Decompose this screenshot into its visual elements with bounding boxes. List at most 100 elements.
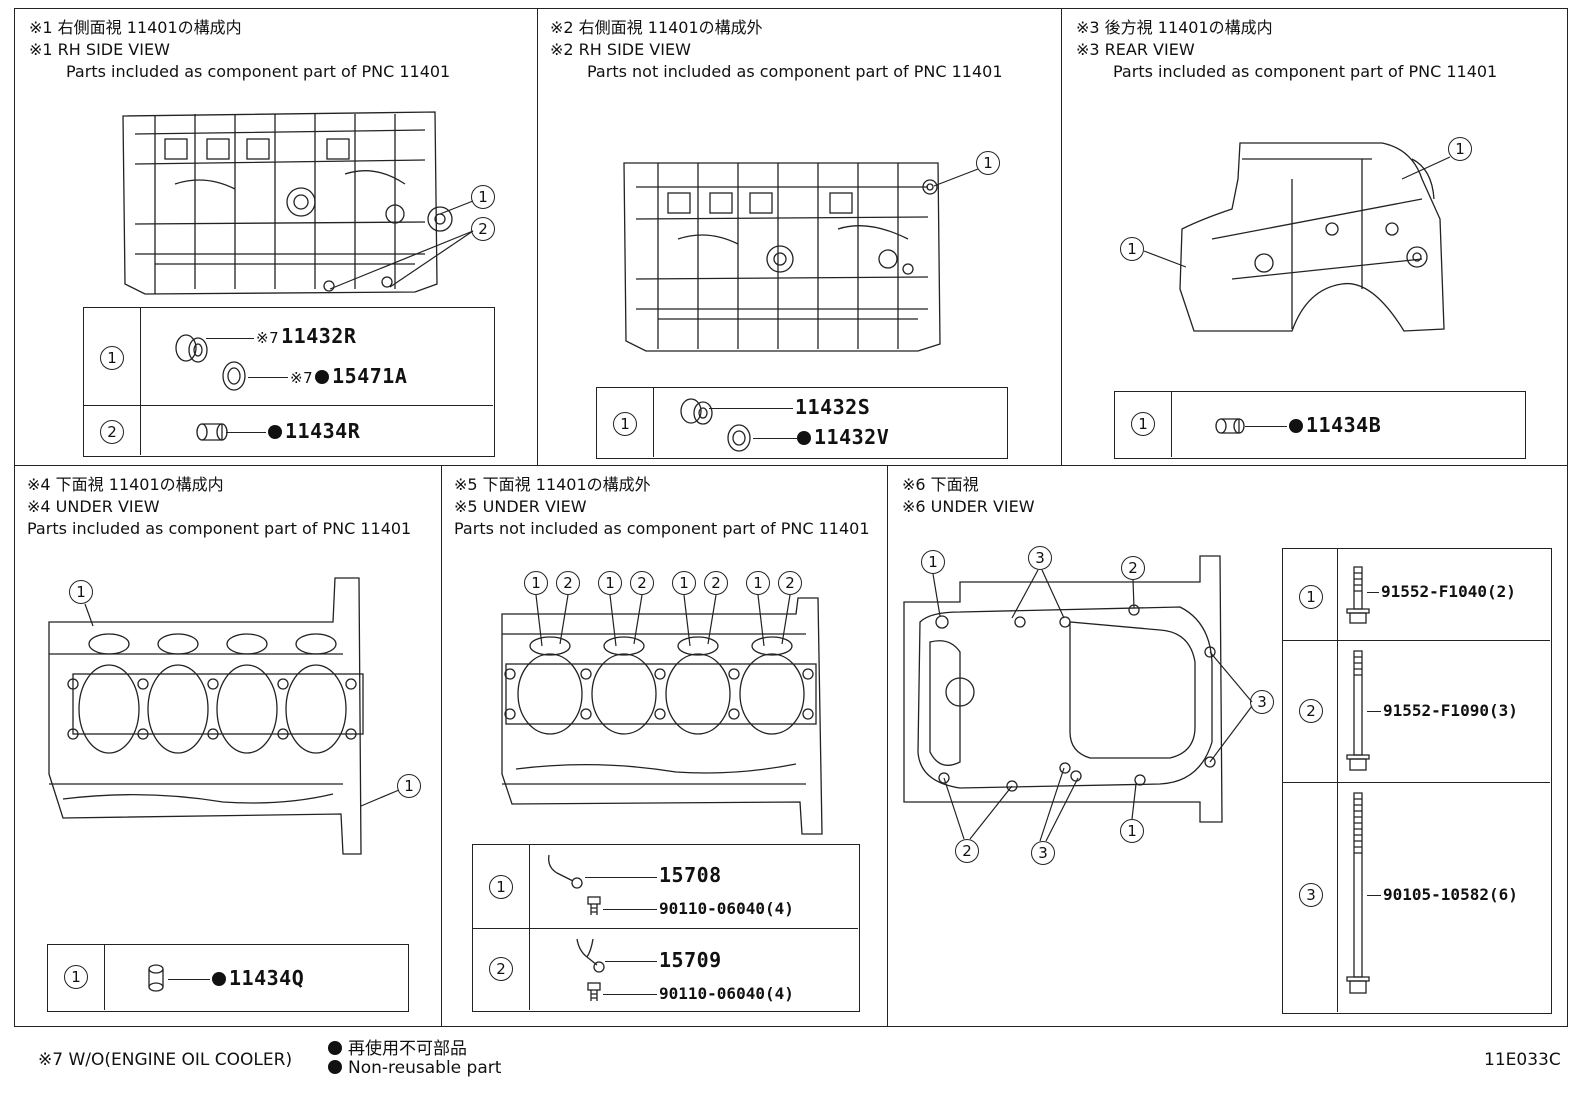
- callout-1: 1: [1448, 137, 1472, 161]
- caption-en: ※4 UNDER VIEW: [27, 497, 160, 516]
- leader: [1367, 592, 1379, 593]
- non-reusable-dot-icon: [328, 1041, 342, 1055]
- caption-jp: ※1 右側面視 11401の構成内: [29, 18, 242, 37]
- leader-lines: [933, 168, 979, 187]
- row-callout-2: 2: [489, 957, 513, 981]
- callout-3: 3: [1250, 690, 1274, 714]
- legend-non-reusable-jp: 再使用不可部品: [328, 1034, 467, 1059]
- caption-en: ※1 RH SIDE VIEW: [29, 40, 170, 59]
- caption-desc: Parts not included as component part of …: [454, 519, 870, 538]
- footnote-oil-cooler: ※7 W/O(ENGINE OIL COOLER): [38, 1050, 293, 1070]
- table-col-divider: [653, 388, 654, 457]
- caption-jp: ※4 下面視 11401の構成内: [27, 475, 224, 494]
- caption-en: ※3 REAR VIEW: [1076, 40, 1195, 59]
- caption-en: ※2 RH SIDE VIEW: [550, 40, 691, 59]
- illustration-code: 11E033C: [1484, 1050, 1561, 1070]
- part-11434B: 11434B: [1289, 413, 1381, 437]
- part-90110-06040: 90110-06040(4): [659, 899, 794, 918]
- caption-en: ※5 UNDER VIEW: [454, 497, 587, 516]
- leader-lines: [84, 603, 400, 807]
- caption-en: ※6 UNDER VIEW: [902, 497, 1035, 516]
- leader: [1367, 711, 1381, 712]
- leader-lines: [535, 594, 791, 647]
- part-91552-F1040: 91552-F1040(2): [1381, 582, 1516, 601]
- callout-1: 1: [1120, 819, 1144, 843]
- parts-table: 1 11434Q: [47, 944, 409, 1012]
- leader-lines: [932, 569, 1253, 842]
- leader: [1367, 895, 1381, 896]
- panel-caption: ※4 下面視 11401の構成内 ※4 UNDER VIEW Parts inc…: [27, 474, 411, 540]
- dowel-pin-icon: [1215, 418, 1245, 434]
- non-reusable-dot-icon: [268, 425, 282, 439]
- callout-1: 1: [921, 550, 945, 574]
- non-reusable-dot-icon: [1289, 419, 1303, 433]
- leader: [603, 909, 657, 910]
- oil-pan-mating-surface-drawing: [903, 555, 1223, 823]
- caption-jp: ※6 下面視: [902, 475, 979, 494]
- callout-1: 1: [1120, 237, 1144, 261]
- callout-2: 2: [1121, 556, 1145, 580]
- legend-non-reusable-en: Non-reusable part: [328, 1058, 501, 1078]
- part-15709: 15709: [659, 948, 722, 972]
- row-callout-1: 1: [1299, 585, 1323, 609]
- leader: [1245, 426, 1287, 427]
- engine-block-under-drawing: [48, 577, 364, 855]
- seal-ring-icon: [222, 361, 246, 391]
- oil-jet-icon: [548, 854, 583, 889]
- panel-caption: ※1 右側面視 11401の構成内 ※1 RH SIDE VIEW Parts …: [29, 17, 450, 83]
- flange-bolt-long-icon: [1346, 792, 1370, 994]
- panel-under-view-included: ※4 下面視 11401の構成内 ※4 UNDER VIEW Parts inc…: [14, 465, 442, 1027]
- engine-block-under-drawing: [501, 597, 823, 835]
- row-callout-3: 3: [1299, 883, 1323, 907]
- panel-caption: ※3 後方視 11401の構成内 ※3 REAR VIEW Parts incl…: [1076, 17, 1497, 83]
- callout-2: 2: [778, 571, 802, 595]
- callout-2: 2: [630, 571, 654, 595]
- row-callout-2: 2: [100, 420, 124, 444]
- part-11434R: 11434R: [268, 419, 360, 443]
- non-reusable-dot-icon: [212, 972, 226, 986]
- leader: [585, 877, 657, 878]
- dowel-pin-icon: [196, 423, 228, 441]
- leader: [709, 408, 793, 409]
- part-11432S: 11432S: [795, 395, 871, 419]
- caption-jp: ※2 右側面視 11401の構成外: [550, 18, 763, 37]
- parts-table: 1 11432S 11432V: [596, 387, 1008, 459]
- bolt-table: 1 2 3 91552-F1040(2) 91552-F1090(3) 9010…: [1282, 548, 1552, 1014]
- callout-2: 2: [704, 571, 728, 595]
- dowel-pin-icon: [148, 964, 164, 992]
- row-callout-1: 1: [100, 346, 124, 370]
- part-15708: 15708: [659, 863, 722, 887]
- callout-3: 3: [1031, 841, 1055, 865]
- leader: [605, 961, 657, 962]
- callout-1: 1: [672, 571, 696, 595]
- bolt-icon: [587, 982, 601, 1001]
- caption-desc: Parts included as component part of PNC …: [1113, 62, 1498, 81]
- caption-jp: ※5 下面視 11401の構成外: [454, 475, 651, 494]
- table-col-divider: [529, 845, 530, 1010]
- panel-rh-side-view-not-included: ※2 右側面視 11401の構成外 ※2 RH SIDE VIEW Parts …: [537, 8, 1063, 467]
- leader: [603, 994, 657, 995]
- panel-caption: ※6 下面視 ※6 UNDER VIEW: [902, 474, 1035, 518]
- callout-1: 1: [524, 571, 548, 595]
- caption-jp: ※3 後方視 11401の構成内: [1076, 18, 1273, 37]
- leader-lines: [1143, 156, 1451, 268]
- engine-block-rear-drawing: [1179, 142, 1445, 332]
- part-11434Q: 11434Q: [212, 966, 304, 990]
- leader: [168, 979, 210, 980]
- flange-bolt-short-icon: [1346, 566, 1370, 624]
- callout-1: 1: [598, 571, 622, 595]
- leader: [753, 438, 797, 439]
- callout-1: 1: [397, 774, 421, 798]
- callout-1: 1: [746, 571, 770, 595]
- row-callout-1: 1: [613, 412, 637, 436]
- engine-block-rh-side-drawing: [623, 162, 941, 352]
- non-reusable-dot-icon: [315, 370, 330, 384]
- caption-desc: Parts not included as component part of …: [587, 62, 1003, 81]
- row-callout-1: 1: [1131, 412, 1155, 436]
- caption-desc: Parts included as component part of PNC …: [27, 519, 412, 538]
- table-row: [84, 308, 493, 406]
- row-callout-2: 2: [1299, 699, 1323, 723]
- part-90110-06040: 90110-06040(4): [659, 984, 794, 1003]
